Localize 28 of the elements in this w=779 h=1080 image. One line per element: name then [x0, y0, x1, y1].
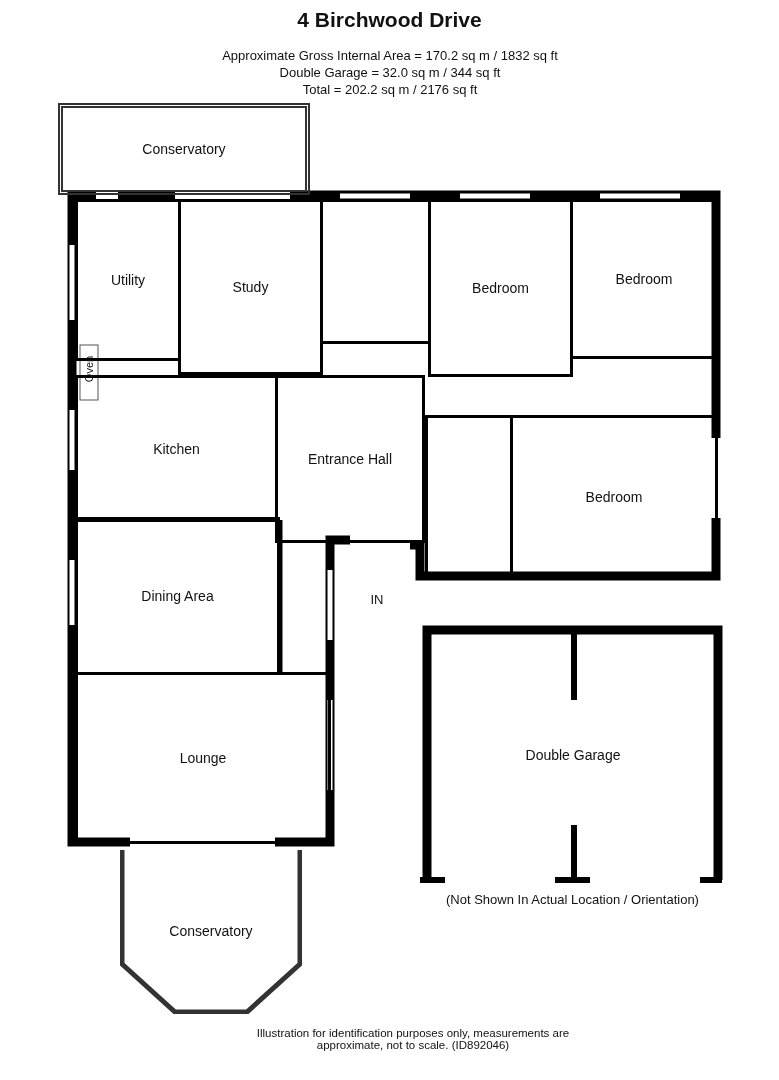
area-summary: Double Garage = 32.0 sq m / 344 sq ft: [278, 65, 502, 80]
room: [275, 375, 425, 543]
room-name: Bedroom: [585, 488, 643, 505]
title: 4 Birchwood Drive: [296, 8, 483, 32]
room-name: Dining Area: [141, 588, 214, 604]
appliance-label: Oven: [83, 354, 95, 385]
room-name: Utility: [110, 272, 146, 288]
room-name: Lounge: [179, 750, 227, 766]
room-name: Double Garage: [525, 747, 621, 763]
room: [75, 672, 331, 844]
disclaimer-note: Illustration for identification purposes only, measurements are approximate, not to scale. (ID892046): [255, 1027, 571, 1051]
room-name: Kitchen: [153, 440, 200, 457]
location-note: (Not Shown In Actual Location / Orientation): [445, 892, 700, 907]
area-summary: Total = 202.2 sq m / 2176 sq ft: [301, 82, 479, 97]
room-name: Conservatory: [142, 141, 226, 157]
room: [178, 199, 323, 375]
room-name: Bedroom: [615, 271, 673, 287]
room: [120, 848, 302, 1014]
room-name: Study: [232, 279, 269, 295]
room-name: Entrance Hall: [307, 451, 392, 467]
room-name: Bedroom: [472, 280, 529, 296]
entrance-marker: IN: [369, 592, 385, 607]
area-summary: Approximate Gross Internal Area = 170.2 sq m / 1832 sq ft: [221, 48, 559, 63]
bathroom-room: [320, 199, 431, 344]
room: [58, 103, 310, 195]
room: [75, 517, 280, 675]
room: [428, 199, 573, 377]
room-name: Conservatory: [169, 923, 253, 939]
